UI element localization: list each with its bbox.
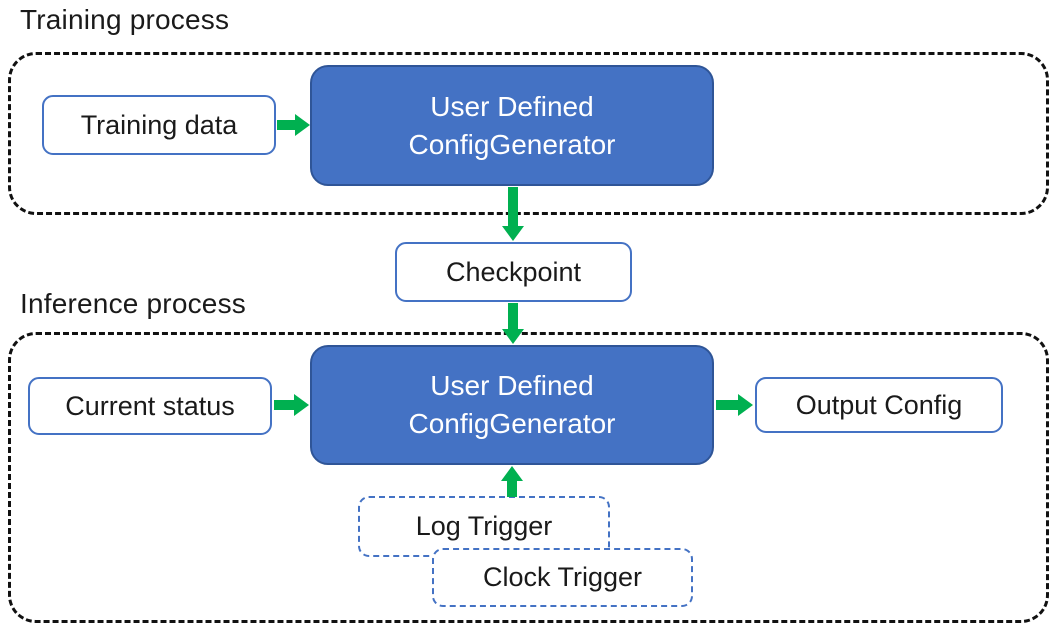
clock-trigger-label: Clock Trigger xyxy=(482,562,643,592)
training-config-generator-box: User Defined ConfigGenerator xyxy=(310,65,714,186)
training-config-generator-label-line2: ConfigGenerator xyxy=(408,128,616,160)
inference-config-generator-label-line1: User Defined xyxy=(430,370,594,401)
training-data-box: Training data xyxy=(42,95,276,155)
clock-trigger-box: Clock Trigger xyxy=(432,548,693,607)
current-status-label: Current status xyxy=(65,390,235,421)
inference-config-generator-label-line2: ConfigGenerator xyxy=(408,408,616,439)
output-config-box: Output Config xyxy=(755,377,1003,433)
inference-process-title: Inference process xyxy=(20,288,246,319)
log-trigger-label: Log Trigger xyxy=(415,511,553,541)
current-status-box: Current status xyxy=(28,377,272,435)
training-process-container xyxy=(8,52,1049,215)
training-process-title: Training process xyxy=(20,4,230,35)
checkpoint-label: Checkpoint xyxy=(445,256,582,287)
log-trigger-box: Log Trigger xyxy=(358,496,610,557)
inference-process-container xyxy=(8,332,1049,623)
inference-config-generator-box: User Defined ConfigGenerator xyxy=(310,345,714,465)
checkpoint-box: Checkpoint xyxy=(395,242,632,302)
training-data-label: Training data xyxy=(80,109,238,140)
output-config-label: Output Config xyxy=(795,389,963,420)
training-config-generator-label-line1: User Defined xyxy=(430,90,594,122)
